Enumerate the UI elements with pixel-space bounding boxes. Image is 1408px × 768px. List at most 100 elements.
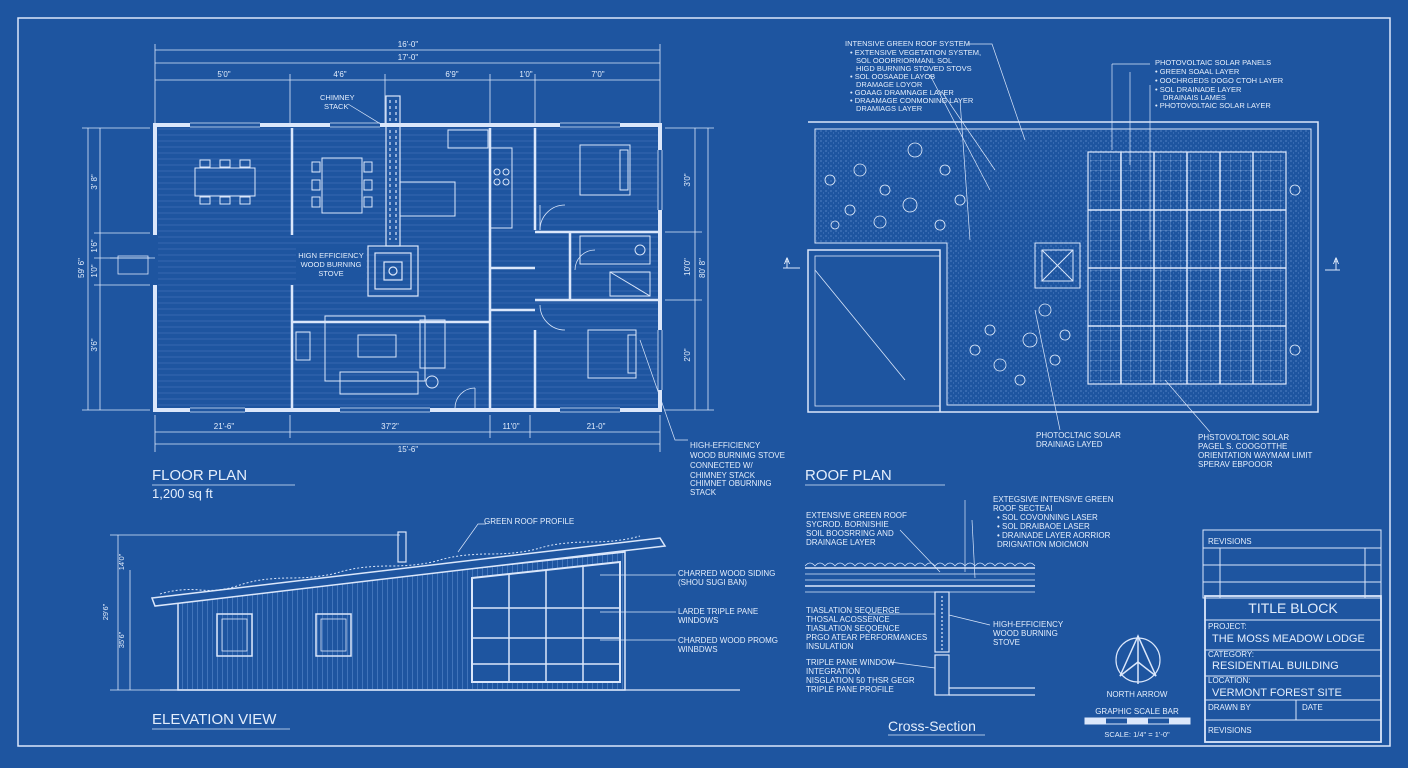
callout-green-roof-line9: DRAMIAGS LAYER [856, 104, 923, 113]
dim-left-4: 3'6" [90, 338, 99, 351]
xs-callout-stove-line3: STOVE [993, 638, 1020, 647]
tb-revisions-bottom: REVISIONS [1208, 726, 1252, 735]
callout-bottom-right-line3: ORIENTATION WAYMAM LIMIT [1198, 451, 1312, 460]
roof-skylight [1034, 242, 1081, 289]
tb-drawn-by-label: DRAWN BY [1208, 703, 1251, 712]
tb-location-label: LOCATION: [1208, 676, 1251, 685]
elevation-window-1 [216, 613, 253, 657]
callout-bottom-right-line4: SPERAV EBPOOOR [1198, 460, 1273, 469]
tb-category-label: CATEGORY: [1208, 650, 1254, 659]
solar-array [1087, 151, 1287, 385]
dim-right-outer: 80' 8" [698, 258, 707, 278]
label-stove-line3: STOVE [318, 269, 343, 278]
callout-green-roof-line1: INTENSIVE GREEN ROOF SYSTEM [845, 39, 970, 48]
label-stove-line1: HIGN EFFICIENCY [298, 251, 363, 260]
callout-green-roof-line7: • GOAAG DRAMNAGE LAYER [850, 88, 954, 97]
xs-callout-window-line3: NISGLATION 50 THSR GEGR [806, 676, 915, 685]
elev-callout-1-line2: (SHOU SUGI BAN) [678, 578, 747, 587]
callout-green-roof-line8: • DRAAMAGE CONMONING LAYER [850, 96, 974, 105]
section-wall [934, 591, 1035, 696]
xs-callout-tr-line2: ROOF SECTEAI [993, 504, 1053, 513]
elevation-title: ELEVATION VIEW [152, 711, 277, 728]
elev-dim-2: 29'6" [101, 603, 110, 620]
tb-project-value: THE MOSS MEADOW LODGE [1212, 633, 1365, 645]
graphic-scale-bar: GRAPHIC SCALE BAR SCALE: 1/4" = 1'-0" [1084, 707, 1191, 739]
tb-project-label: PROJECT: [1208, 622, 1247, 631]
elevation-window-2 [315, 613, 352, 657]
callout-solar-line5: DRAINAIS LAMES [1163, 93, 1226, 102]
callout-solar-line6: • PHOTOVOLTAIC SOLAR LAYER [1155, 101, 1271, 110]
elevation-roof [150, 537, 667, 607]
xs-callout-stove-line1: HIGH-EFFICIENCY [993, 620, 1064, 629]
xs-callout-mid-line3: TIASLATION SEQOENCE [806, 624, 900, 633]
roof-plantings [824, 142, 1301, 386]
callout-green-roof-line5: • SOL OOSAADE LAYOB [850, 72, 935, 81]
elev-dim-3: 35'6" [117, 631, 126, 648]
dim-right-1: 3'0" [683, 173, 692, 186]
label-chimney-line1: CHIMNEY [320, 93, 355, 102]
dim-left-3: 1'0" [90, 264, 99, 277]
sheet-border [17, 17, 1391, 747]
north-arrow-label: NORTH ARROW [1107, 690, 1168, 699]
callout-bottom-left-line2: DRAINIAG LAYED [1036, 440, 1103, 449]
dim-left-outer: 59' 6" [77, 258, 86, 278]
xs-callout-mid-line5: INSULATION [806, 642, 854, 651]
xs-callout-window-line2: INTEGRATION [806, 667, 860, 676]
xs-callout-mid-line4: PRGO ATEAR PERFORMANCES [806, 633, 927, 642]
xs-callout-stove-line2: WOOD BURNING [993, 629, 1058, 638]
dim-row2: 17'-0" [398, 53, 419, 62]
elev-callout-2-line1: LARDE TRIPLE PANE [678, 607, 758, 616]
living-rug [324, 315, 426, 382]
callout-solar-line2: • GREEN SOAAL LAYER [1155, 67, 1240, 76]
title-block: REVISIONS TITLE BLOCK PROJECT: THE MOSS … [1202, 529, 1382, 743]
dim-right-3: 2'0" [683, 348, 692, 361]
dim-top-3: 6'9" [445, 70, 458, 79]
dim-left-1: 3' 8" [90, 174, 99, 190]
callout-solar-line3: • OOCHRGEDS DOGO CTOH LAYER [1155, 76, 1284, 85]
callout-green-roof-line6: DRAMAGE LOYOR [856, 80, 923, 89]
dim-overall-bottom: 15'-6" [398, 445, 419, 454]
roof-outline [807, 121, 1319, 413]
xs-callout-tr-line5: • DRAINADE LAYER AORRIOR [997, 531, 1111, 540]
floor-plan-flooring [158, 128, 658, 408]
callout-stove-line3: CONNECTED W/ [690, 461, 753, 470]
tb-category-value: RESIDENTIAL BUILDING [1212, 660, 1339, 672]
wood-stove-symbol [367, 245, 419, 297]
tb-revisions-top: REVISIONS [1208, 537, 1252, 546]
label-chimney-line2: STACK [324, 102, 348, 111]
dim-bottom-2: 37'2" [381, 422, 399, 431]
callout-green-roof-line2: • EXTENSIVE VEGETATION SYSTEM, [850, 48, 981, 57]
scale-bar-label: GRAPHIC SCALE BAR [1095, 707, 1179, 716]
xs-callout-tr-line3: • SOL COVONNING LASER [997, 513, 1098, 522]
xs-callout-tl-line3: SOIL BOOSRRING AND [806, 529, 894, 538]
tb-location-value: VERMONT FOREST SITE [1212, 687, 1342, 699]
north-arrow: NORTH ARROW [1107, 634, 1168, 699]
xs-callout-tr-line4: • SOL DRAIBAOE LASER [997, 522, 1090, 531]
dim-bottom-1: 21'-6" [214, 422, 235, 431]
sofa [339, 371, 419, 395]
callout-solar-line1: PHOTOVOLTAIC SOLAR PANELS [1155, 58, 1271, 67]
callout-solar-line4: • SOL DRAINADE LAYER [1155, 85, 1242, 94]
xs-callout-tr-line1: EXTEGSIVE INTENSIVE GREEN [993, 495, 1114, 504]
callout-green-roof-line3: SOL OOORRIORMANL SOL [856, 56, 952, 65]
label-green-roof-profile: GREEN ROOF PROFILE [484, 517, 574, 526]
cross-section-title: Cross-Section [888, 718, 976, 734]
xs-callout-tl-line1: EXTENSIVE GREEN ROOF [806, 511, 907, 520]
xs-callout-window-line4: TRIPLE PANE PROFILE [806, 685, 894, 694]
dim-left-2: 1'6" [90, 239, 99, 252]
elev-callout-2-line2: WINDOWS [678, 616, 718, 625]
elev-callout-1-line1: CHARRED WOOD SIDING [678, 569, 775, 578]
dim-top-4: 1'0" [519, 70, 532, 79]
roof-plan-title: ROOF PLAN [805, 467, 892, 484]
section-marker-left: A [784, 256, 790, 266]
dim-top-2: 4'6" [333, 70, 346, 79]
floor-plan-title: FLOOR PLAN [152, 467, 247, 484]
coffee-table [357, 334, 397, 358]
callout-green-roof-line4: HIGD BURNING STOVED STOVS [856, 64, 972, 73]
dim-top-1: 5'0" [217, 70, 230, 79]
xs-callout-tl-line2: SYCROD. BORNISHIE [806, 520, 889, 529]
elevation-chimney [397, 531, 407, 563]
tb-date-label: DATE [1302, 703, 1323, 712]
callout-stove-line6: STACK [690, 488, 717, 497]
